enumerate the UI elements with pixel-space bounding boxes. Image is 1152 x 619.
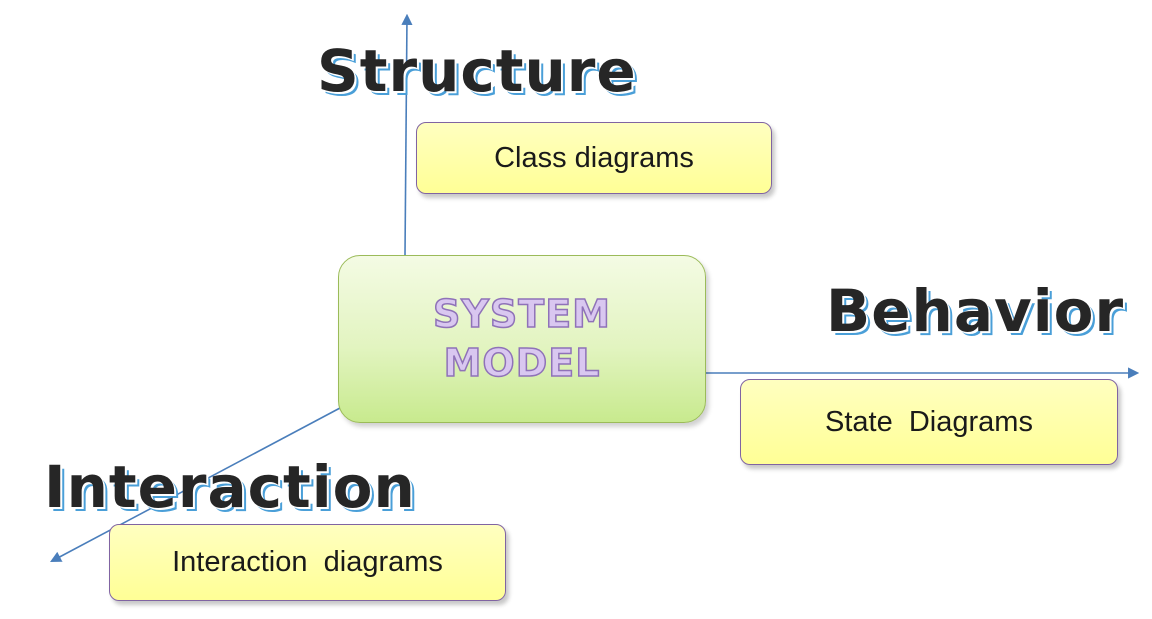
interaction-diagrams-box: Interaction diagrams [109, 524, 506, 601]
class-diagrams-box: Class diagrams [416, 122, 772, 194]
interaction-diagrams-label: Interaction diagrams [172, 546, 443, 578]
structure-heading: Structure [317, 37, 637, 105]
structure-axis-arrow [401, 13, 413, 256]
state-diagrams-box: State Diagrams [740, 379, 1118, 465]
system-model-line-2: MODEL [443, 340, 601, 385]
interaction-axis-arrow [50, 407, 341, 563]
system-model-box: SYSTEM MODEL [338, 255, 706, 423]
interaction-heading: Interaction [44, 453, 416, 521]
system-model-line-1: SYSTEM [432, 292, 611, 337]
class-diagrams-label: Class diagrams [494, 141, 694, 174]
state-diagrams-label: State Diagrams [825, 405, 1033, 438]
behavior-heading: Behavior [826, 277, 1125, 345]
